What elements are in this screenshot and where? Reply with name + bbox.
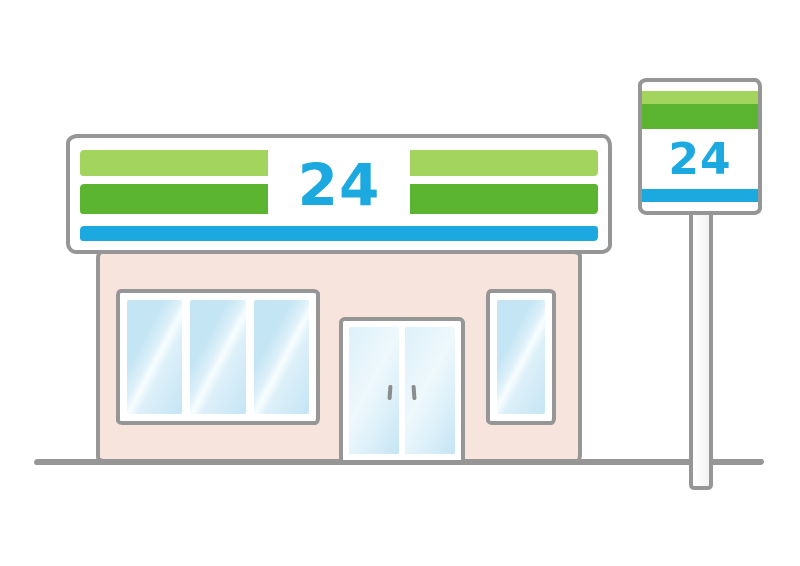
sign-center-panel: 24 [268,143,410,223]
storefront-sign: 24 [66,134,612,254]
pole-sign-label: 24 [668,133,732,185]
pole-sign-stripe-blue [642,189,758,202]
storefront-sign-label: 24 [297,151,381,219]
window-pane [127,300,183,414]
sign-pole [689,210,713,490]
window-pane [190,300,246,414]
door-handle-left [387,385,393,401]
entrance-doors [339,317,465,464]
right-window [486,289,556,425]
door-handle-right [411,385,417,401]
left-window [116,289,320,425]
pole-sign-stripe-light-green [642,91,758,104]
door-left [349,327,399,454]
window-pane [497,300,545,414]
pole-sign: 24 [638,78,762,215]
pole-sign-stripe-green [642,104,758,129]
door-right [405,327,455,454]
window-pane [253,300,309,414]
sign-stripe-blue [80,226,598,241]
